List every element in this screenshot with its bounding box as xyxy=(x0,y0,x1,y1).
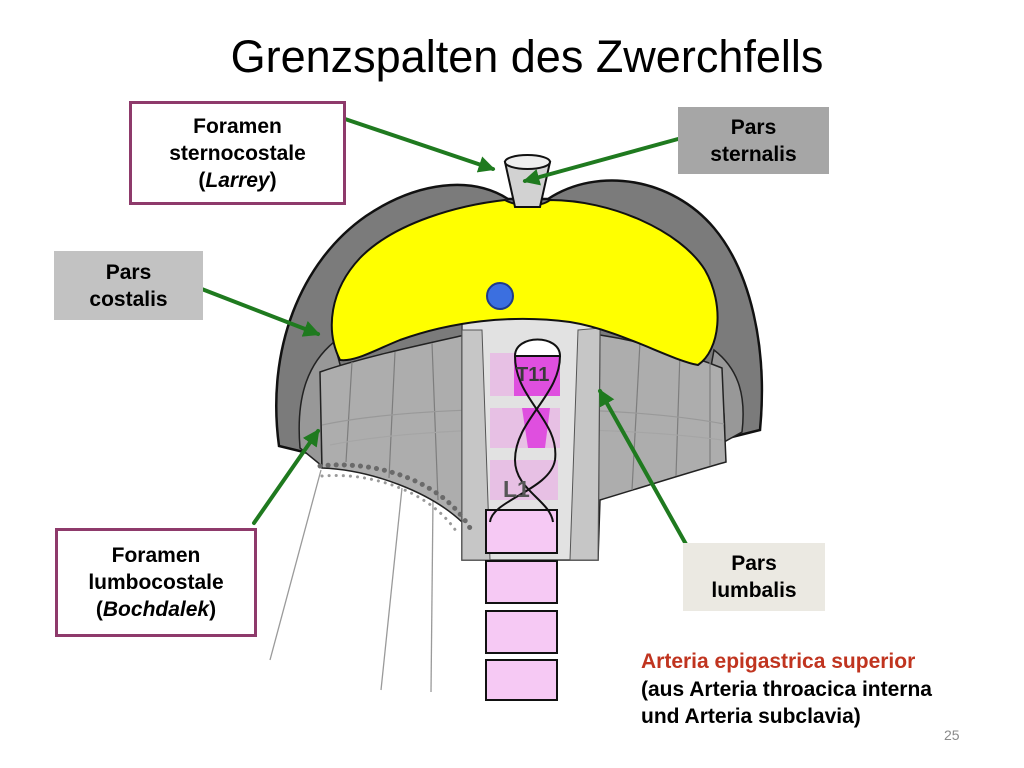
foramen-lumbocostale-line2: lumbocostale xyxy=(88,571,224,594)
blue-circle-marker xyxy=(486,282,514,310)
fiber-line xyxy=(675,351,681,477)
pars-sternalis-label-box: Pars sternalis xyxy=(678,107,829,174)
spine xyxy=(485,353,560,701)
arrow-pars-costalis xyxy=(192,284,321,337)
muscle-fibers xyxy=(321,341,725,501)
pars-costalis-line1: Pars xyxy=(105,260,152,284)
slide-title: Grenzspalten des Zwerchfells xyxy=(230,31,824,82)
vertebra-t11-highlight xyxy=(514,353,560,396)
close-paren: ) xyxy=(209,598,217,621)
foramen-sternocostale-line2: sternocostale xyxy=(169,141,306,165)
fiber-line xyxy=(431,342,439,501)
pars-costalis-line2: costalis xyxy=(89,287,168,311)
strand-line-b xyxy=(513,355,561,523)
foramen-lumbocostale-label-box: Foramen lumbocostale (Bochdalek) xyxy=(55,528,257,637)
artery-note: Arteria epigastrica superior (aus Arteri… xyxy=(641,648,932,731)
artery-note-line3: und Arteria subclavia) xyxy=(641,705,861,728)
vertebra-l2 xyxy=(485,509,558,554)
pointer-arrows xyxy=(192,117,689,548)
right-crus xyxy=(569,327,601,561)
arrow-foramen-lumbocostale xyxy=(252,428,320,525)
sternal-tube-top xyxy=(504,154,551,170)
artery-note-line1: Arteria epigastrica superior xyxy=(641,650,916,673)
pleura-lines xyxy=(269,469,434,693)
pleura-line-inner xyxy=(430,499,434,693)
vertebra-l5 xyxy=(485,659,558,701)
foramen-lumbocostale-line3: (Bochdalek) xyxy=(96,596,216,623)
foramen-sternocostale-line3: (Larrey) xyxy=(198,167,276,194)
fiber-line xyxy=(345,361,353,463)
strand-line-a xyxy=(489,355,557,523)
open-paren: ( xyxy=(198,168,206,192)
pleura-line-left xyxy=(269,469,322,661)
vertebra-l1-label: L1 xyxy=(503,476,530,502)
vertebra-t11-label: T11 xyxy=(516,364,550,386)
strand-cap xyxy=(513,338,562,357)
central-tendon xyxy=(330,198,719,367)
pars-lumbalis-line2: lumbalis xyxy=(711,579,797,602)
pars-lumbalis-line1: Pars xyxy=(731,552,777,575)
foramen-sternocostale-line1: Foramen xyxy=(193,114,282,138)
pars-lumbalis-label-box: Pars lumbalis xyxy=(683,543,825,611)
eponym-bochdalek: Bochdalek xyxy=(102,598,210,621)
vertebra-l4 xyxy=(485,610,558,654)
page-number: 25 xyxy=(944,727,960,743)
fiber-line xyxy=(631,341,641,491)
twisted-strand xyxy=(489,338,562,523)
open-paren: ( xyxy=(95,598,103,621)
foramen-sternocostale-label-box: Foramen sternocostale (Larrey) xyxy=(129,101,346,205)
arrow-pars-sternalis xyxy=(522,137,680,186)
foramen-lumbocostale-line1: Foramen xyxy=(111,544,201,567)
dotted-edge-secondary xyxy=(320,473,460,536)
artery-note-line2: (aus Arteria throacica interna xyxy=(641,677,932,701)
arrow-foramen-sternocostale xyxy=(343,117,496,173)
vertebra-l3 xyxy=(485,560,558,604)
eponym-larrey: Larrey xyxy=(205,168,270,192)
arrow-pars-lumbalis xyxy=(598,388,689,548)
pars-costalis-label-box: Pars costalis xyxy=(54,251,203,320)
pars-sternalis-line2: sternalis xyxy=(710,142,797,166)
pars-sternalis-line1: Pars xyxy=(730,115,777,139)
close-paren: ) xyxy=(269,168,277,192)
pleura-line-middle xyxy=(380,487,403,691)
